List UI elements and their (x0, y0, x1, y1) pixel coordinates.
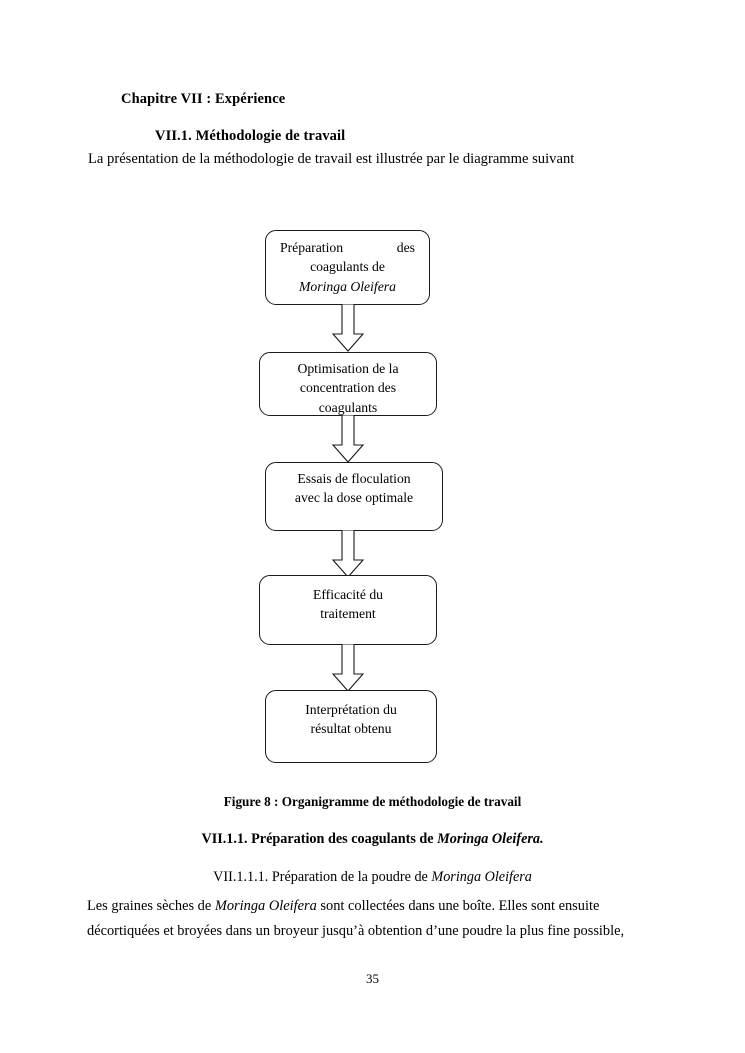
flowchart-step-5-line-2: résultat obtenu (310, 721, 392, 737)
flowchart-step-1[interactable]: Préparation des coagulants de Moringa Ol… (265, 230, 430, 305)
subsection-heading-number: VII.1.1. Préparation des coagulants de (201, 831, 438, 847)
flowchart-step-4-line-1: Efficacité du (312, 587, 384, 602)
section-title: VII.1. Méthodologie de travail (155, 128, 346, 144)
flowchart-step-1-species: Moringa Oleifera (299, 278, 396, 294)
subsection-heading-species: Moringa Oleifera. (437, 831, 544, 847)
body-paragraph: Les graines sèches de Moringa Oleifera s… (87, 894, 671, 944)
body-paragraph-part-1: Les graines sèches de (87, 898, 215, 914)
subsubsection-heading: VII.1.1.1. Préparation de la poudre de M… (0, 869, 745, 886)
flowchart-step-1-line-1: Préparation des (280, 240, 415, 255)
body-paragraph-species: Moringa Oleifera (214, 898, 317, 914)
flowchart-step-1-line-2: coagulants de (310, 259, 385, 275)
flowchart-step-2[interactable]: Optimisation de la concentration des coa… (259, 352, 437, 416)
flowchart-step-5-line-1: Interprétation du (305, 702, 397, 717)
flowchart-step-4-line-2: traitement (320, 606, 376, 622)
body-paragraph-part-2: sont collectées dans une boîte. Elles so… (316, 898, 600, 914)
subsubsection-heading-number: VII.1.1.1. Préparation de la poudre de (213, 869, 432, 885)
page-number: 35 (366, 971, 379, 986)
flowchart-step-3-line-1: Essais de floculation (297, 471, 411, 486)
figure-caption: Figure 8 : Organigramme de méthodologie … (223, 794, 522, 809)
flowchart-step-5[interactable]: Interprétation du résultat obtenu (265, 690, 437, 763)
flowchart-step-2-line-3: coagulants (318, 399, 378, 415)
subsubsection-heading-species: Moringa Oleifera (431, 869, 532, 885)
flowchart-arrow-4 (331, 644, 365, 692)
flowchart-arrow-3 (331, 530, 365, 578)
flowchart-arrow-1 (331, 304, 365, 352)
flowchart-step-2-line-1: Optimisation de la (297, 361, 399, 376)
body-paragraph-line-2: décortiquées et broyées dans un broyeur … (87, 922, 625, 939)
flowchart-step-2-line-2: concentration des (299, 380, 397, 396)
flowchart-step-4[interactable]: Efficacité du traitement (259, 575, 437, 645)
chapter-title: Chapitre VII : Expérience (121, 91, 286, 107)
flowchart-arrow-2 (331, 415, 365, 463)
intro-paragraph: La présentation de la méthodologie de tr… (88, 151, 575, 167)
flowchart-step-3[interactable]: Essais de floculation avec la dose optim… (265, 462, 443, 531)
subsection-heading: VII.1.1. Préparation des coagulants de M… (0, 831, 745, 848)
flowchart-step-3-line-2: avec la dose optimale (294, 490, 414, 506)
